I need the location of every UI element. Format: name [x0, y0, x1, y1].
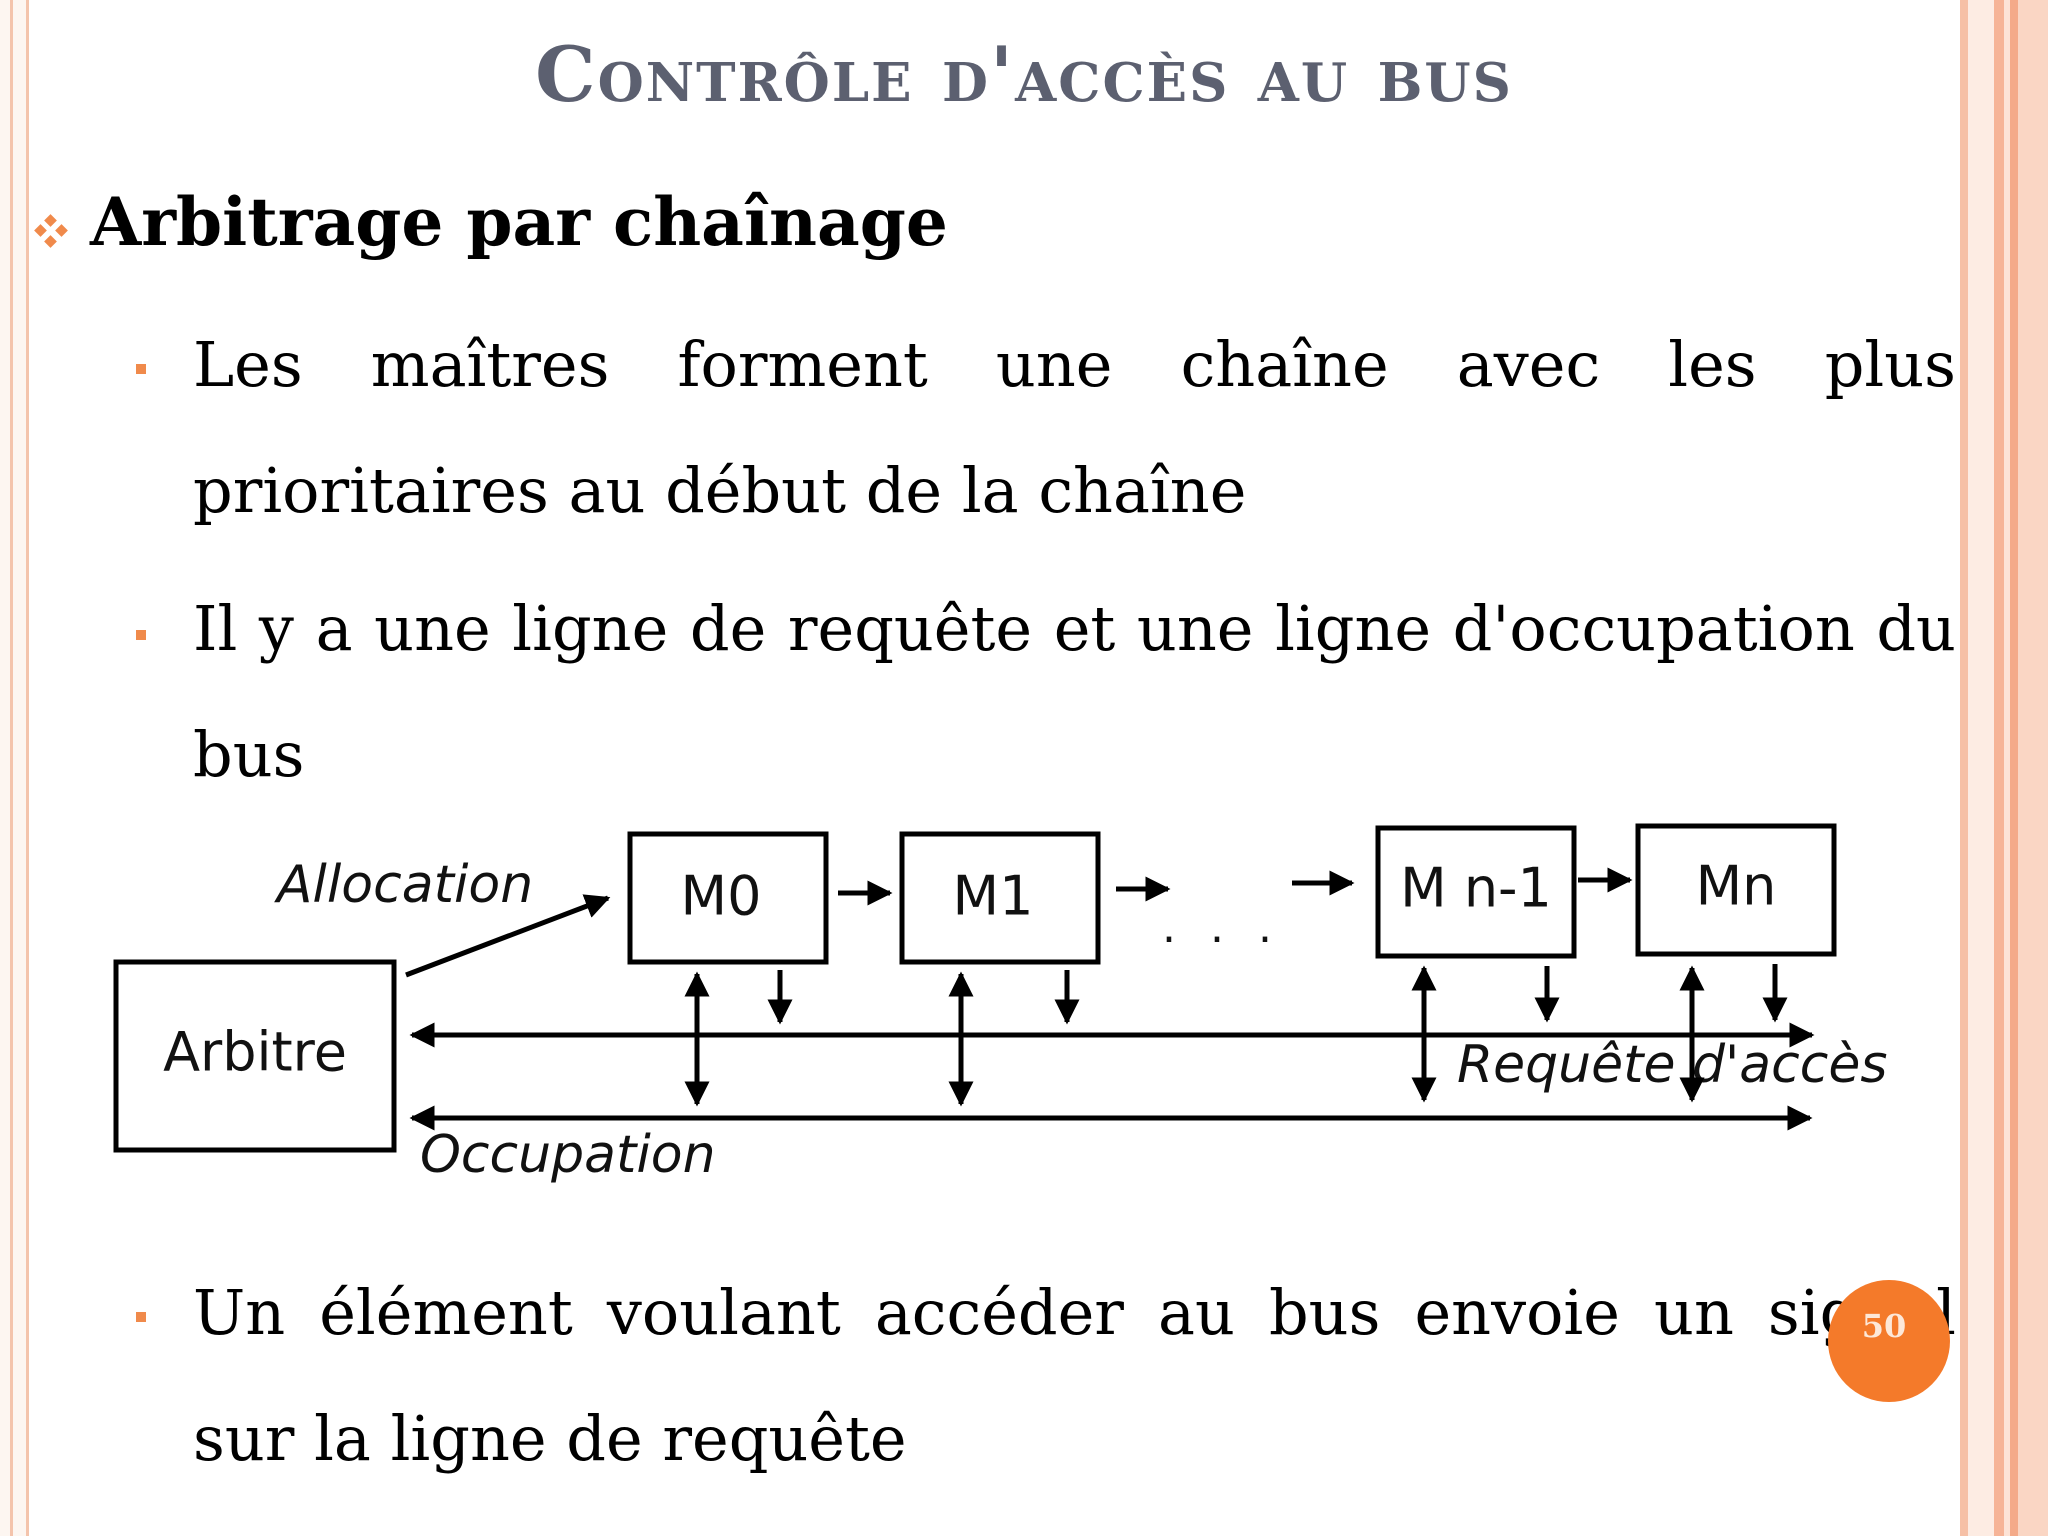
allocation-arrow — [405, 894, 611, 978]
ellipsis: . . . — [1162, 902, 1282, 953]
master-label-m0: M0 — [681, 865, 762, 928]
master-box-m1: M1 — [899, 831, 1101, 965]
bullet-text-3: Un élément voulant accéder au bus envoie… — [193, 1250, 1956, 1502]
bullet-1-line-1: Les maîtres forment une chaîne avec les … — [193, 328, 1956, 401]
master-label-mn: Mn — [1696, 855, 1777, 918]
bullet-3-line-2: sur la ligne de requête — [193, 1402, 907, 1475]
slide-title: Contrôle d'accès au bus — [535, 30, 1513, 119]
master-label-m1: M1 — [953, 865, 1034, 928]
master-box-mn-1: M n-1 — [1375, 825, 1577, 959]
page-number-badge: 50 — [1828, 1280, 1950, 1402]
allocation-label: Allocation — [274, 855, 533, 915]
section-heading: Arbitrage par chaînage — [90, 183, 948, 261]
bullet-2-line-1: Il y a une ligne de requête et une ligne… — [193, 592, 1956, 665]
occupation-line-label: Occupation — [420, 1125, 716, 1185]
arbitre-label: Arbitre — [163, 1021, 347, 1084]
request-line-label: Requête d'accès — [1457, 1035, 1887, 1095]
daisy-chain-diagram: Arbitre Allocation M0 M1 M n-1 Mn . . . … — [113, 823, 1887, 1185]
bullet-text-1: Les maîtres forment une chaîne avec les … — [193, 302, 1956, 554]
bullet-text-2: Il y a une ligne de requête et une ligne… — [193, 566, 1956, 818]
square-bullet-icon — [136, 364, 146, 374]
right-border-decoration — [1960, 0, 2048, 1536]
master-label-mn-1: M n-1 — [1400, 857, 1552, 920]
diamond-bullet-icon — [34, 214, 68, 248]
bullet-2-line-2: bus — [193, 718, 305, 791]
bullet-1-line-2: prioritaires au début de la chaîne — [193, 454, 1247, 527]
square-bullet-icon — [136, 630, 146, 640]
master-box-mn: Mn — [1635, 823, 1837, 957]
arbitre-box: Arbitre — [113, 959, 397, 1153]
master-box-m0: M0 — [627, 831, 829, 965]
bullet-3-line-1: Un élément voulant accéder au bus envoie… — [193, 1276, 1956, 1349]
square-bullet-icon — [136, 1312, 146, 1322]
left-border-decoration — [0, 0, 29, 1536]
page-number: 50 — [1861, 1307, 1907, 1345]
